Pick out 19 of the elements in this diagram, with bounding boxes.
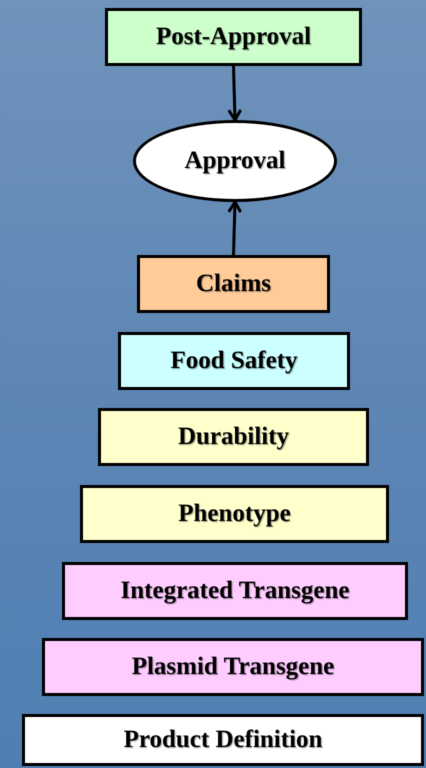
arrow (227, 66, 242, 122)
node-label: Food Safety (170, 347, 298, 375)
node-label: Integrated Transgene (120, 577, 350, 605)
process-box (105, 8, 362, 66)
node-label: Claims (196, 270, 271, 298)
process-box (80, 485, 389, 543)
process-box (62, 562, 408, 620)
process-box (42, 638, 424, 696)
process-box (137, 255, 330, 313)
node-label: Plasmid Transgene (132, 653, 334, 681)
process-box (22, 714, 424, 766)
node-label: Post-Approval (156, 23, 312, 51)
process-box (118, 332, 350, 390)
arrow (227, 200, 242, 256)
node-label: Phenotype (178, 500, 291, 528)
process-box (98, 408, 369, 466)
node-label: Approval (184, 147, 286, 175)
node-label: Durability (178, 423, 290, 451)
node-label: Product Definition (124, 726, 322, 754)
